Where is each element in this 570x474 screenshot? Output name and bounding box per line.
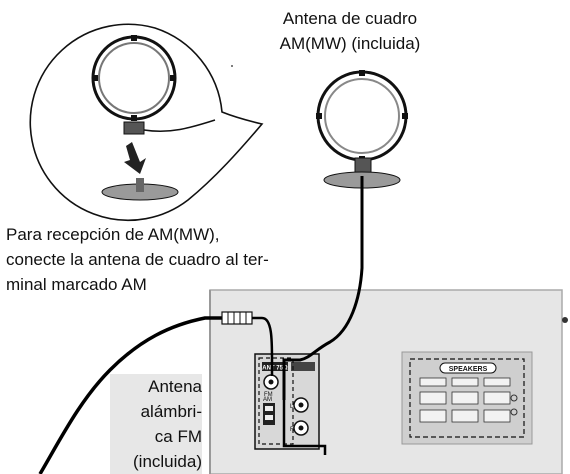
ant-jack-label: ANT 75Ω [262,366,288,372]
line-jack-l-label: L [290,404,294,410]
am-terminal-label: AM [263,397,272,403]
am-loop-antenna [316,70,408,189]
instruction-line-2: conecte la antena de cuadro al ter- [6,250,269,269]
am-antenna-cable [282,176,364,400]
am-instruction-text: Para recepción de AM(MW), conecte la ant… [6,222,366,297]
am-loop-label-line-1: Antena de cuadro [282,9,418,28]
am-loop-antenna-label: Antena de cuadro AM(MW) (incluida) [240,6,460,56]
am-loop-label-line-2: AM(MW) (incluida) [279,34,421,53]
instruction-line-3: minal marcado AM [6,275,147,294]
speaker-terminal-plate: SPEAKERS [401,351,533,445]
assembly-callout [29,23,264,222]
instruction-line-1: Para recepción de AM(MW), [6,225,220,244]
line-jack-r-label: R [290,427,295,433]
fm-jack-label: FM [264,392,273,398]
antenna-jack-module: ANT 75Ω FM AM L R [254,353,320,450]
fm-label-line-1: Antena [148,377,202,396]
fm-wire-antenna-label: Antena alámbri- ca FM (incluida) [110,374,202,474]
fm-wire-antenna [38,311,274,474]
fm-label-line-4: (incluida) [133,452,202,471]
speakers-label: SPEAKERS [449,366,488,373]
fm-label-line-2: alámbri- [140,402,202,421]
fm-label-line-3: ca FM [154,427,202,446]
